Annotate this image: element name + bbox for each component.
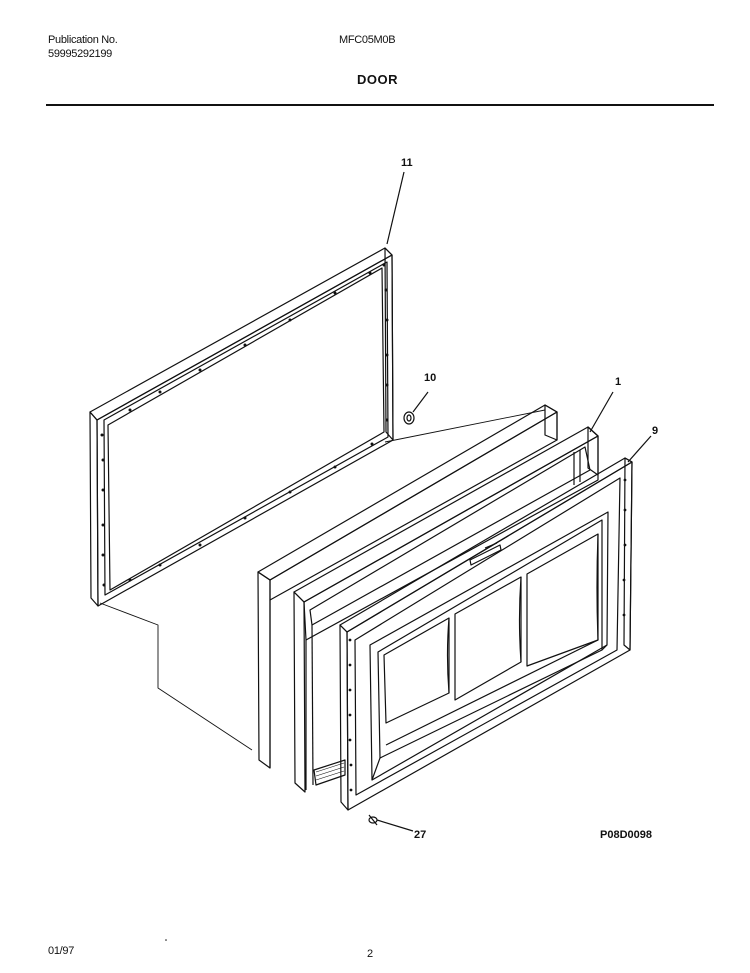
scan-speck [165,939,167,941]
part-screw [403,391,429,425]
publication-label: Publication No. [48,34,118,46]
part-bottom-screw [368,814,414,832]
part-door-face [339,435,652,811]
hidden-outline [99,409,546,751]
footer-date: 01/97 [48,945,75,957]
page-number: 2 [367,948,373,960]
callout-9: 9 [652,425,658,437]
callout-10: 10 [424,372,436,384]
part-gasket-frame [89,247,394,607]
header-divider [46,104,714,106]
part-door-liner [257,404,558,769]
model-number: MFC05M0B [339,34,396,46]
publication-number: 59995292199 [48,48,112,60]
callout-1: 1 [615,376,621,388]
callout-11: 11 [401,157,413,169]
drawing-code: P08D0098 [600,829,652,841]
leader-11 [386,171,405,245]
section-title: DOOR [357,72,398,87]
callout-27: 27 [414,829,426,841]
part-breaker-frame [293,391,614,793]
